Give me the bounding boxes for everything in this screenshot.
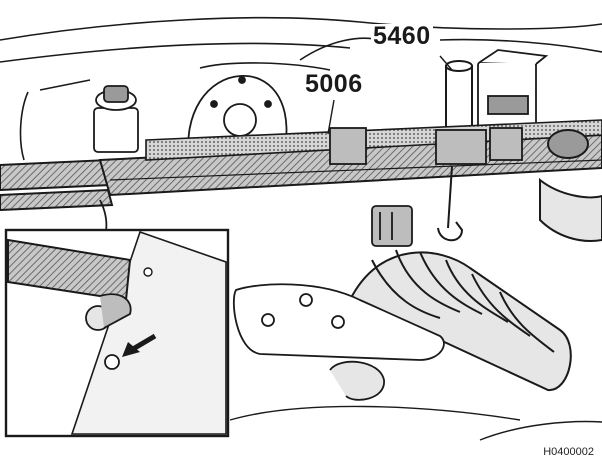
pointer-arrow-icon (122, 342, 140, 357)
tool-number-5006-label: 5006 (303, 70, 365, 98)
lower-outlines (229, 405, 602, 441)
lower-bracket (95, 199, 445, 401)
inset-detail (4, 228, 230, 438)
reservoir-cap (93, 85, 139, 153)
center-clamp (371, 205, 413, 247)
tool-number-5460-label: 5460 (371, 22, 433, 50)
upper-hose (539, 129, 602, 242)
support-bar-5006 (0, 119, 602, 212)
connector-block (477, 49, 549, 129)
body-panel-outlines (0, 16, 602, 161)
hook-rod (437, 165, 464, 242)
figure-code-label: H0400002 (543, 446, 594, 458)
callout-leaders (327, 55, 453, 135)
